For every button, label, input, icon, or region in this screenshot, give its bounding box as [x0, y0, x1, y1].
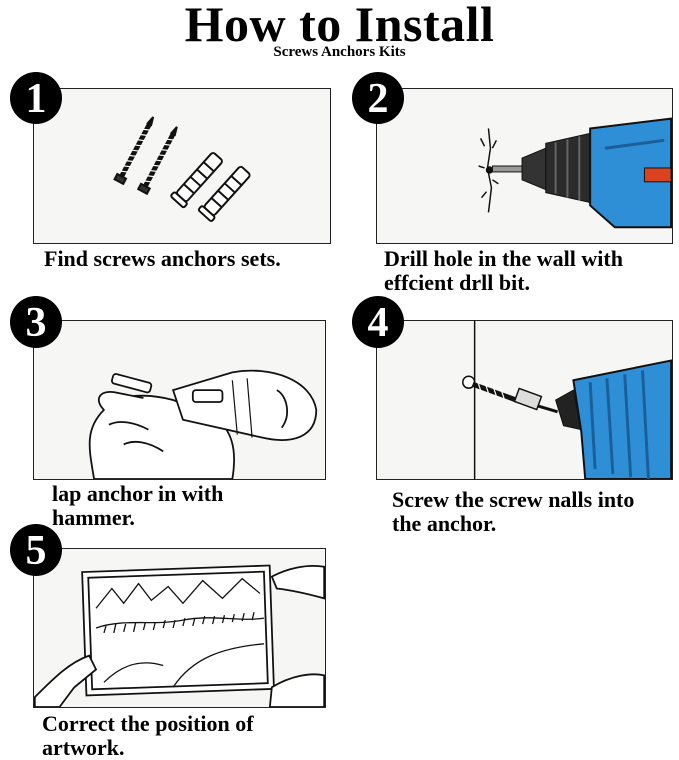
step-3-caption: lap anchor in with hammer.: [52, 482, 223, 530]
step-3-panel: [33, 320, 326, 480]
step-1-panel: [33, 88, 331, 244]
drill-screw-illustration: [377, 321, 672, 479]
step-3-number-badge: 3: [10, 296, 62, 348]
screws-and-anchors-illustration: [34, 89, 330, 243]
step-2-number-badge: 2: [352, 72, 404, 124]
hands-artwork-illustration: [34, 549, 325, 707]
step-2-caption: Drill hole in the wall with effcient drl…: [384, 247, 623, 295]
step-2-panel: [376, 88, 673, 244]
page-subtitle: Screws Anchors Kits: [0, 44, 679, 61]
step-5-number-badge: 5: [10, 524, 62, 576]
drill-wall-illustration: [377, 89, 672, 243]
step-4-caption: Screw the screw nalls into the anchor.: [392, 488, 634, 536]
hammer-anchor-illustration: [34, 321, 325, 479]
step-1-caption: Find screws anchors sets.: [44, 247, 281, 271]
step-5-panel: [33, 548, 326, 708]
step-5-caption: Correct the position of artwork.: [42, 712, 254, 760]
step-1-number-badge: 1: [10, 72, 62, 124]
step-4-panel: [376, 320, 673, 480]
step-4-number-badge: 4: [352, 296, 404, 348]
